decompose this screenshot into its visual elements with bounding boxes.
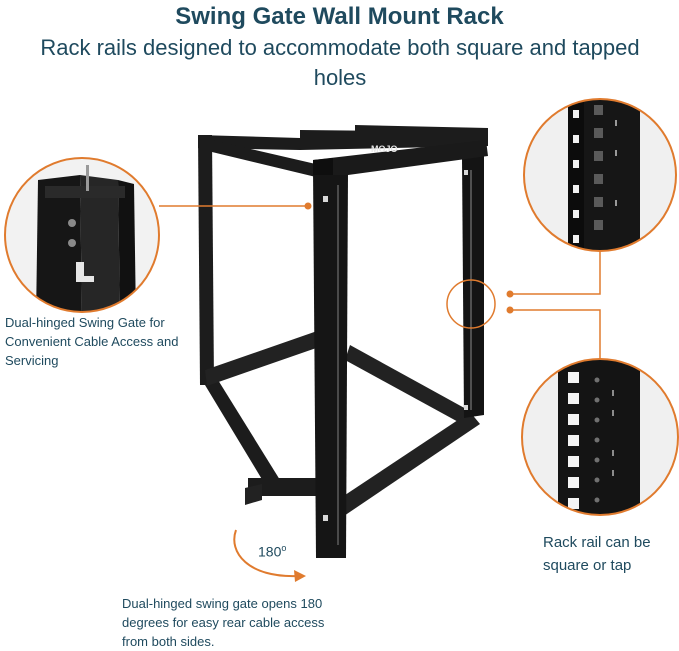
hinge-detail-zoom — [4, 157, 160, 313]
page-subtitle: Rack rails designed to accommodate both … — [40, 35, 640, 90]
page-title: Swing Gate Wall Mount Rack — [175, 3, 504, 30]
rotation-value: 180 — [258, 543, 282, 560]
callout-dot — [506, 306, 514, 314]
callout-dot — [506, 290, 514, 298]
swing-caption: Dual-hinged swing gate opens 180 degrees… — [122, 596, 325, 649]
rail-highlight-ring — [446, 279, 496, 329]
rotation-label: 180o — [258, 543, 286, 560]
rotation-arrow-icon — [233, 529, 306, 582]
rotation-unit: o — [281, 543, 287, 553]
brand-logo: MOJO — [371, 144, 398, 154]
callout-leaders — [159, 205, 601, 359]
rail-caption: Rack rail can be square or tap — [543, 534, 651, 574]
square-rail-zoom — [521, 358, 679, 516]
rack-lower-bracket — [205, 330, 480, 520]
hinge-caption: Dual-hinged Swing Gate for Convenient Ca… — [5, 315, 179, 368]
swing-gate — [313, 140, 488, 558]
tapped-rail-zoom — [523, 98, 677, 252]
callout-dot — [304, 202, 312, 210]
